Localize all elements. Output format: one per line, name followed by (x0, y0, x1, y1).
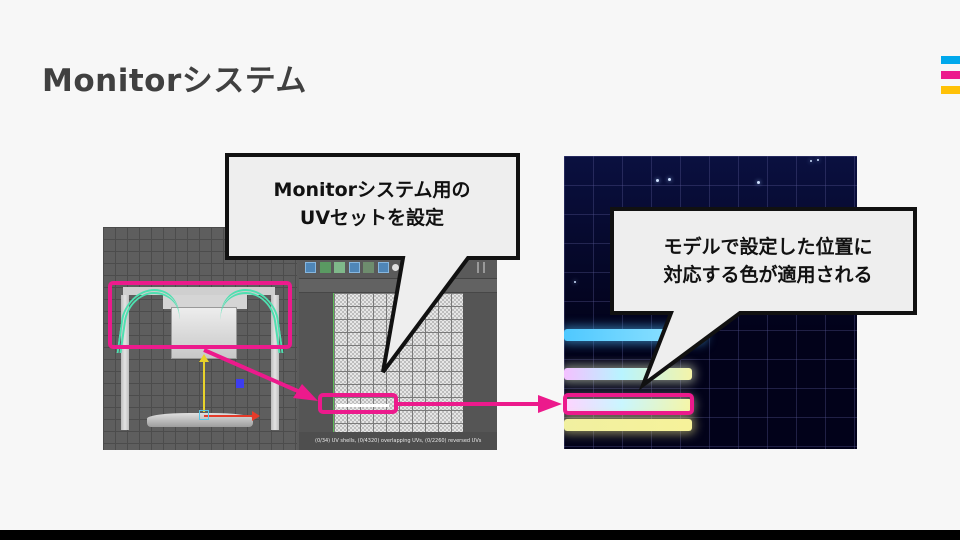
y-axis-manipulator-icon[interactable] (199, 354, 209, 412)
monitor-leg-left (121, 295, 129, 430)
highlight-uv-shell (318, 393, 398, 414)
star (757, 181, 760, 184)
callout-right-line1: モデルで設定した位置に (663, 236, 873, 258)
neon-bar-yellow (564, 419, 692, 431)
arrowhead-icon (538, 395, 562, 413)
callout-right-line2: 対応する色が適用される (663, 264, 873, 286)
uv-snapshot-icon[interactable] (305, 262, 316, 273)
uv-subbar (299, 279, 497, 293)
brand-bar-cyan (941, 56, 960, 64)
neon-bar-gradient-1 (564, 368, 692, 380)
uv-grid-icon[interactable] (349, 262, 360, 273)
star (810, 160, 812, 162)
highlight-render-bar (563, 393, 694, 415)
star (668, 178, 671, 181)
uv-shell-monitor[interactable] (337, 404, 389, 407)
uv-shade-alt-icon[interactable] (334, 262, 345, 273)
x-axis-manipulator-icon[interactable] (204, 411, 260, 421)
pivot-handle-icon[interactable] (199, 410, 209, 420)
uv-shade-icon[interactable] (320, 262, 331, 273)
highlight-model-neon (108, 281, 292, 349)
uv-exposure-icon[interactable] (392, 264, 399, 271)
bottom-black-band (0, 530, 960, 540)
star (817, 159, 819, 161)
uv-checker-icon[interactable] (378, 262, 389, 273)
callout-left-text: Monitorシステム用の UVセットを設定 (232, 176, 512, 232)
neon-bar-gradient-2 (564, 399, 692, 411)
callout-left-line2: UVセットを設定 (299, 207, 445, 229)
monitor-frame-top (123, 287, 275, 295)
star (574, 281, 576, 283)
brand-bar-magenta (941, 71, 960, 79)
z-axis-gizmo-icon (236, 379, 244, 388)
toolbar-overflow-icon[interactable] (477, 262, 485, 273)
callout-right-text: モデルで設定した位置に 対応する色が適用される (622, 233, 914, 289)
callout-left-line1: Monitorシステム用の (273, 179, 471, 201)
uv-status-bar: (0/34) UV shells, (0/4320) overlapping U… (299, 432, 497, 450)
brand-bars-logo (941, 56, 960, 101)
neon-bar-cyan (564, 329, 704, 341)
star (656, 179, 659, 182)
uv-editor-panel: (0/34) UV shells, (0/4320) overlapping U… (299, 227, 497, 450)
brand-bar-yellow (941, 86, 960, 94)
slide-title: Monitorシステム (42, 63, 307, 99)
uv-toolbar (299, 257, 497, 279)
uv-texture-icon[interactable] (363, 262, 374, 273)
